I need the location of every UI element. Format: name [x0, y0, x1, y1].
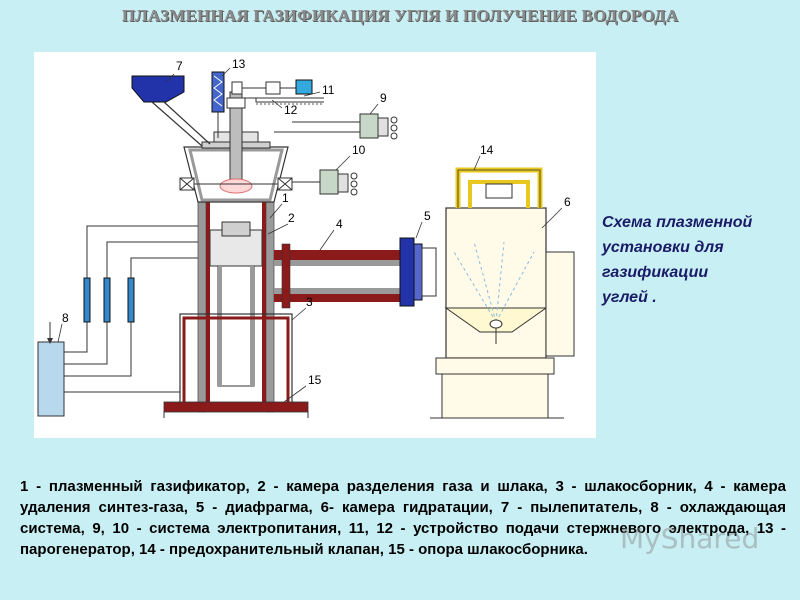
power-supply — [274, 113, 398, 196]
steam-generator — [211, 71, 225, 138]
hydration-chamber — [430, 207, 575, 419]
caption-line: Схема плазменной — [602, 214, 753, 231]
watermark: MyShared — [620, 522, 760, 555]
legend-text: 1 - плазменный газификатор, 2 - камера р… — [20, 478, 786, 558]
caption-line: углей . — [602, 289, 657, 306]
label-3: 3 — [306, 295, 313, 309]
label-12: 12 — [284, 103, 298, 117]
label-7: 7 — [176, 59, 183, 73]
label-10: 10 — [352, 143, 366, 157]
gasification-diagram: 1 2 3 4 5 6 7 8 9 10 11 12 13 14 15 — [37, 57, 575, 419]
diaphragm — [399, 237, 437, 307]
label-14: 14 — [480, 143, 494, 157]
label-15: 15 — [308, 373, 322, 387]
label-13: 13 — [232, 57, 246, 71]
number-labels: 1 2 3 4 5 6 7 8 9 10 11 12 13 14 15 — [62, 57, 571, 387]
leader-lines — [57, 67, 563, 403]
label-5: 5 — [424, 209, 431, 223]
plasma-gasifier — [179, 91, 293, 413]
electrode-feed-device — [231, 79, 324, 105]
dust-feeder — [131, 75, 211, 147]
label-6: 6 — [564, 195, 571, 209]
label-4: 4 — [336, 217, 343, 231]
safety-valve — [455, 167, 543, 208]
label-11: 11 — [322, 83, 335, 97]
cooling-system — [37, 225, 198, 417]
caption-line: установки для — [602, 239, 724, 256]
diagram-caption: Схема плазменной установки для газификац… — [602, 210, 797, 310]
caption-line: газификации — [602, 264, 709, 281]
label-9: 9 — [380, 91, 387, 105]
syngas-removal-chamber — [274, 243, 400, 309]
label-1: 1 — [282, 191, 289, 205]
diagram-panel: 1 2 3 4 5 6 7 8 9 10 11 12 13 14 15 — [34, 52, 596, 438]
page-title: ПЛАЗМЕННАЯ ГАЗИФИКАЦИЯ УГЛЯ И ПОЛУЧЕНИЕ … — [121, 6, 679, 25]
slag-collector — [163, 313, 309, 418]
label-8: 8 — [62, 311, 69, 325]
label-2: 2 — [288, 211, 295, 225]
